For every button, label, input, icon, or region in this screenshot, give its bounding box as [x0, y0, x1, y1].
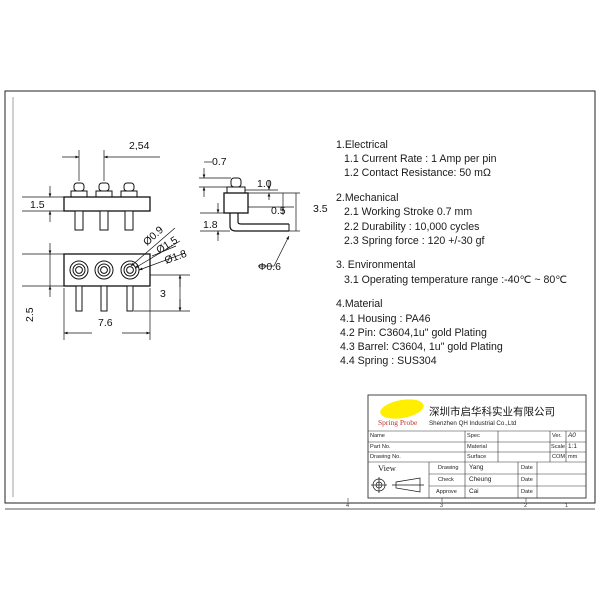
spec-section-material: 4.Material 4.1 Housing : PA46 4.2 Pin: C… [336, 297, 591, 368]
tb-label-view: View [378, 463, 396, 473]
tb-label-approve: Approve [436, 489, 457, 495]
side-housing [223, 192, 249, 214]
tb-value-unit: mm [568, 454, 578, 460]
spec-item: 2.1 Working Stroke 0.7 mm [344, 206, 473, 219]
tb-label-material: Material [467, 444, 487, 450]
dim-height-bottom [22, 243, 64, 297]
tb-value-scale: 1:1 [568, 443, 577, 450]
housing-top [63, 196, 151, 212]
spec-section-electrical: 1.Electrical 1.1 Current Rate : 1 Amp pe… [336, 138, 591, 181]
spec-section-environmental: 3. Environmental 3.1 Operating temperatu… [336, 258, 591, 286]
tb-label-drawing-no: Drawing No. [370, 454, 401, 460]
tb-value-checked-by: Cheung [469, 476, 492, 483]
spec-list: 1.Electrical 1.1 Current Rate : 1 Amp pe… [336, 138, 591, 368]
spec-item: 1.1 Current Rate : 1 Amp per pin [344, 153, 497, 166]
outer-frame [4, 90, 596, 504]
tb-label-check: Check [438, 477, 454, 483]
spec-item: 4.2 Pin: C3604,1u" gold Plating [340, 326, 487, 339]
dim-pin-length-label: 3 [160, 288, 166, 300]
tb-label-date: Date [521, 489, 533, 495]
company-name-cn: 深圳市启华科实业有限公司 [429, 405, 555, 418]
company-name-en: Shenzhen QH Industrial Co.,Ltd [429, 420, 517, 427]
logo-text: Spring Probe [378, 418, 418, 427]
spec-item: 3.1 Operating temperature range :-40℃ ~ … [344, 273, 568, 286]
dim-pitch-label: 2,54 [129, 140, 150, 152]
frame-number-2: 2 [524, 503, 527, 509]
spec-heading: 2.Mechanical [336, 192, 399, 205]
dim-side-05: 0.5 [271, 205, 286, 217]
dim-side-35: 3.5 [313, 203, 328, 215]
projection-symbol-icon [371, 477, 424, 493]
tb-label-part-no: Part No. [370, 444, 391, 450]
dim-height-bottom-label: 2.5 [24, 307, 36, 322]
spec-heading: 3. Environmental [336, 259, 416, 272]
side-dims [199, 161, 300, 267]
tb-label-date: Date [521, 477, 533, 483]
tb-value-drawn-by: Yang [469, 464, 484, 471]
spec-item: 2.2 Durability : 10,000 cycles [344, 220, 480, 233]
dim-side-07: 0.7 [212, 156, 227, 168]
tb-label-name: Name [370, 433, 385, 439]
pin-tops [70, 182, 138, 198]
frame-number-3: 3 [440, 503, 443, 509]
spec-item: 1.2 Contact Resistance: 50 mΩ [344, 167, 491, 180]
tb-label-surface: Surface [467, 454, 487, 460]
tb-label-com: COM [552, 454, 566, 460]
tb-label-ver: Ver. [552, 433, 562, 439]
front-view [63, 253, 151, 312]
spec-item: 2.3 Spring force : 120 +/-30 gf [344, 234, 485, 247]
dim-side-18: 1.8 [203, 219, 218, 231]
spec-item: 4.4 Spring : SUS304 [340, 355, 437, 368]
tb-label-date: Date [521, 465, 533, 471]
tb-value-approved-by: Cai [469, 488, 479, 495]
dim-height-top [22, 186, 64, 222]
logo-highlight [380, 399, 424, 419]
frame-number-4: 4 [346, 503, 349, 509]
side-view [223, 177, 294, 232]
tb-value-ver: A0 [568, 432, 576, 439]
dim-pitch [62, 150, 160, 181]
spec-item: 4.1 Housing : PA46 [340, 312, 431, 325]
frame-number-1: 1 [565, 503, 568, 509]
spec-section-mechanical: 2.Mechanical 2.1 Working Stroke 0.7 mm 2… [336, 191, 591, 248]
tb-label-drawing: Drawing [438, 465, 459, 471]
dim-height-top-label: 1.5 [30, 199, 45, 211]
tb-label-spec: Spec [467, 433, 480, 439]
dim-width-label: 7.6 [98, 317, 113, 329]
dim-diameter-leaders [130, 227, 186, 271]
spec-item: 4.3 Barrel: C3604, 1u" gold Plating [340, 340, 503, 353]
spec-heading: 1.Electrical [336, 139, 388, 151]
spec-heading: 4.Material [336, 298, 383, 311]
top-view [63, 182, 151, 231]
dim-width [63, 288, 151, 340]
tb-label-scale: Scale [551, 444, 565, 450]
dim-pin-length [134, 274, 190, 312]
dim-side-10: 1.0 [257, 178, 272, 190]
dim-side-06: Φ0.6 [258, 261, 281, 273]
